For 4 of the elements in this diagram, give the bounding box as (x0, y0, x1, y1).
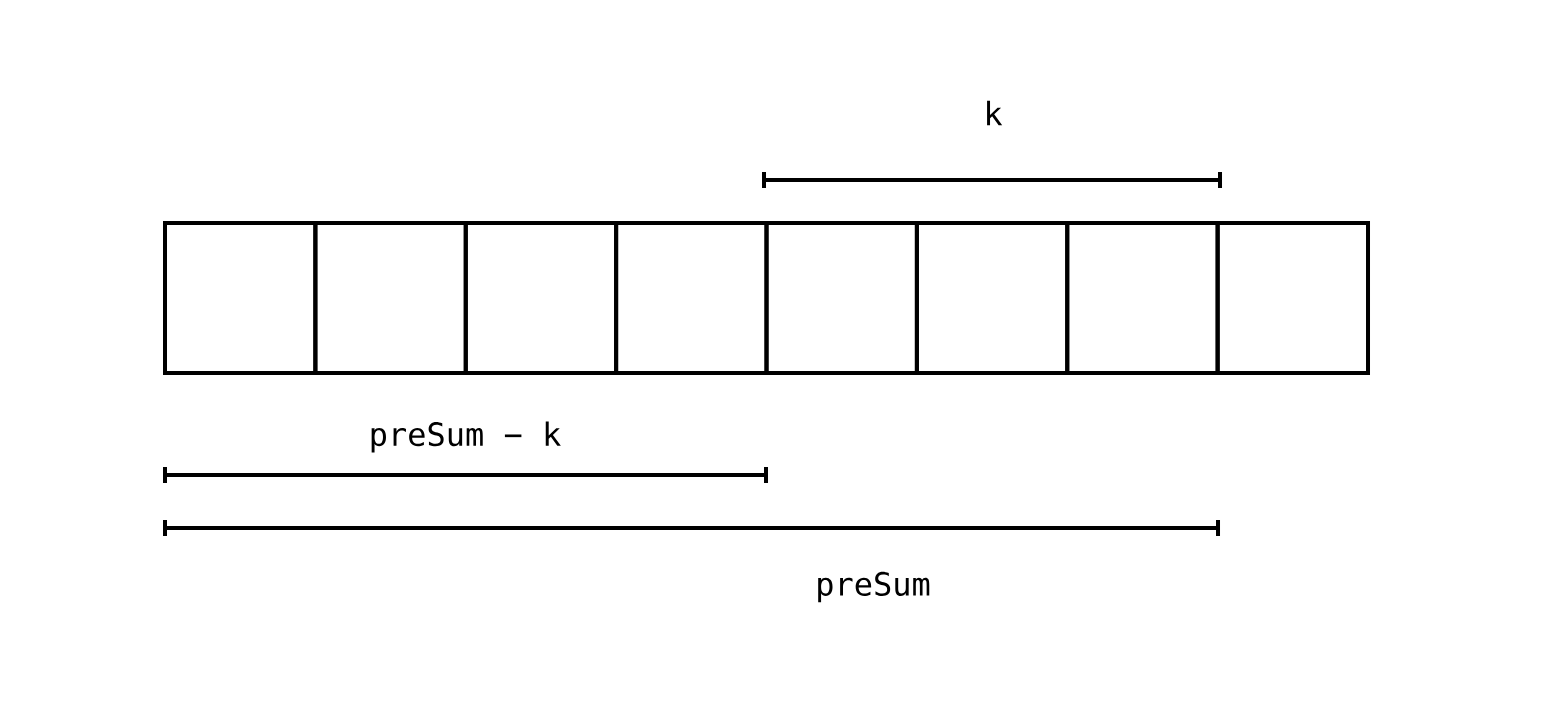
array-cell (1215, 221, 1370, 375)
dimension-label: k (987, 100, 1003, 126)
dimension-label: preSum − k (371, 421, 561, 453)
dimension-label: preSum (818, 571, 930, 603)
